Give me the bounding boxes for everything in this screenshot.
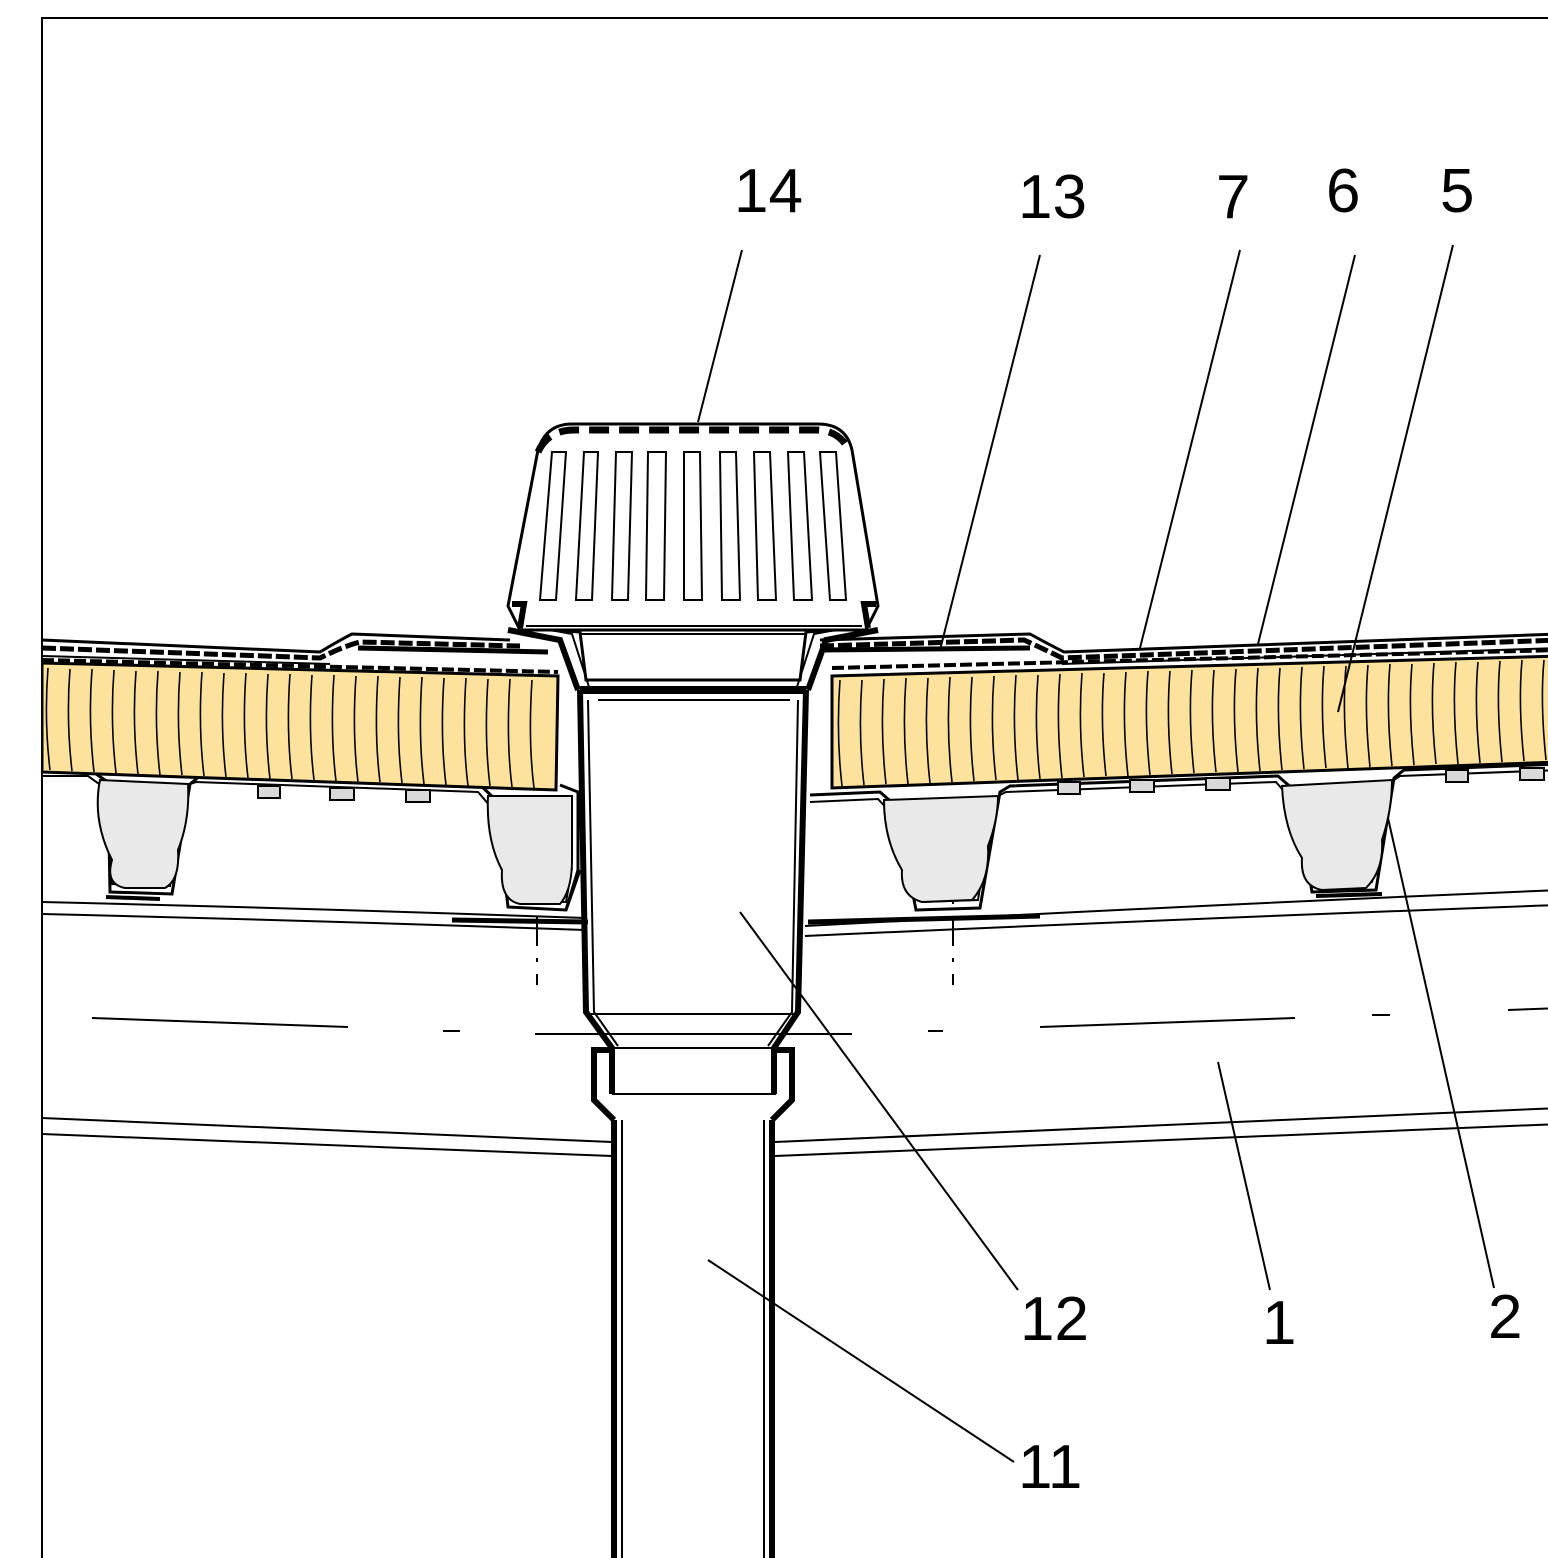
drain-body xyxy=(564,686,809,1094)
leader-7 xyxy=(1139,249,1241,649)
callout-11: 11 xyxy=(1018,1433,1082,1502)
bearing-plate-left xyxy=(451,917,589,925)
steel-deck-left xyxy=(42,768,580,912)
callout-14: 14 xyxy=(734,157,803,226)
callout-2: 2 xyxy=(1488,1283,1522,1352)
beam xyxy=(42,858,1548,1157)
steel-deck-right xyxy=(809,762,1548,912)
roof-membrane-left xyxy=(42,632,559,674)
leaf-guard xyxy=(506,422,880,632)
leader-6 xyxy=(1257,254,1356,645)
leader-11 xyxy=(707,1259,1015,1463)
callout-7: 7 xyxy=(1216,163,1250,232)
insulation-left xyxy=(42,661,560,792)
callout-1: 1 xyxy=(1262,1289,1296,1358)
leader-14 xyxy=(697,249,743,423)
drawing-frame xyxy=(41,17,1548,1558)
leader-12 xyxy=(739,911,1019,1291)
downpipe xyxy=(591,1047,795,1558)
bearing-plate-right xyxy=(807,913,1041,925)
leader-13 xyxy=(939,254,1041,651)
drain-flange xyxy=(507,623,879,692)
callout-12: 12 xyxy=(1020,1285,1089,1354)
callout-5: 5 xyxy=(1440,157,1474,226)
callout-13: 13 xyxy=(1018,163,1087,232)
leader-5 xyxy=(1337,244,1454,713)
insulation-right xyxy=(830,654,1548,790)
callout-6: 6 xyxy=(1326,157,1360,226)
leader-1 xyxy=(1217,1061,1271,1291)
leader-2 xyxy=(1387,817,1495,1289)
roof-membrane-right xyxy=(819,632,1548,670)
